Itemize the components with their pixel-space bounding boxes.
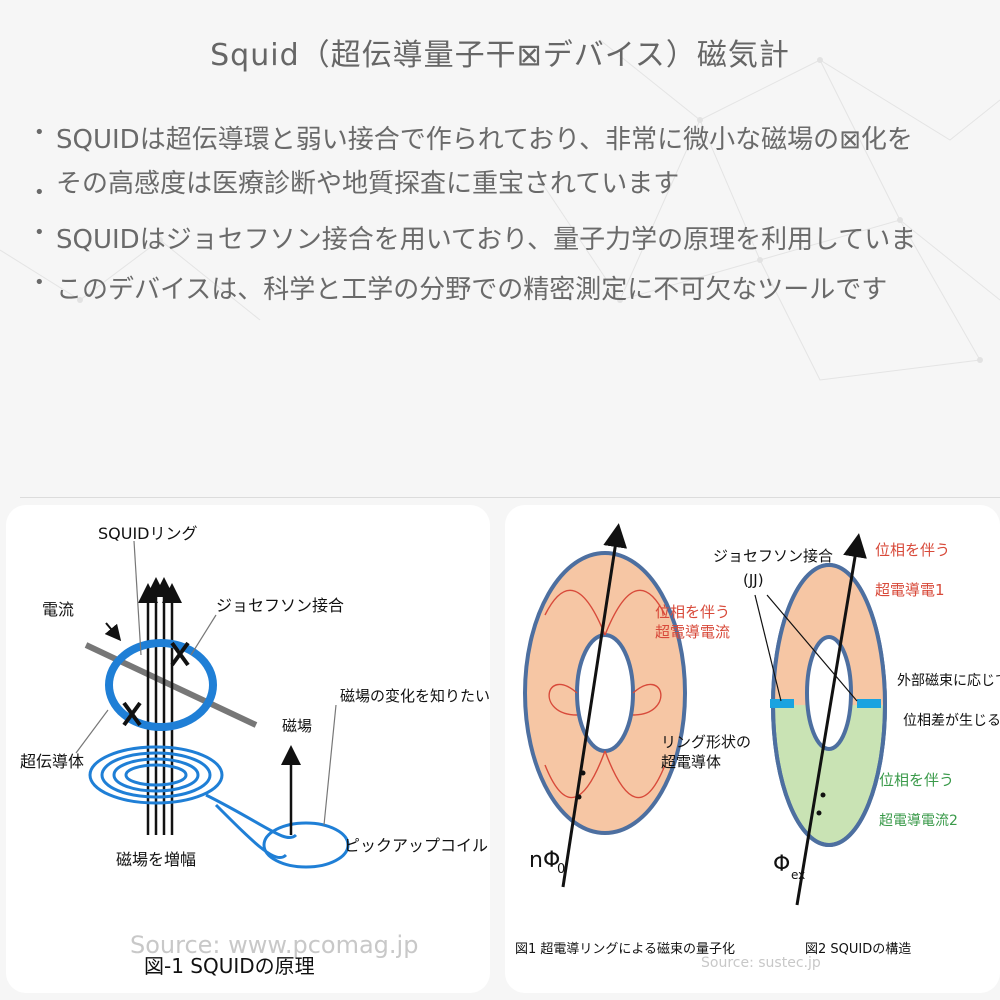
external-flux-label-a: 外部磁束に応じて [897,673,1000,689]
external-flux-label-b: 位相差が生じる [903,713,1000,729]
caption-2: 図2 SQUIDの構造 [805,942,911,957]
external-flux-arrow-icon [795,533,867,906]
phi-ex-subscript: ex [791,868,805,882]
background-network-decoration [0,39,1000,381]
spiral-coil [88,745,298,859]
superconductor-label: 超伝導体 [20,752,84,771]
bullet-item: • その高感度は医療診断や地質探査に重宝されています [34,169,1000,220]
jj-label: ジョセフソン接合 [713,547,833,565]
bullet-text: SQUIDは超伝導環と弱い接合で作られており、非常に微小な磁場の⊠化を [56,125,913,155]
amplify-label: 磁場を増幅 [116,850,196,869]
source-label: Source: sustec.jp [701,955,821,971]
bullet-dot-icon: • [34,222,45,243]
flux-arrow-icon [561,523,628,888]
flux-label: nΦ [529,848,560,873]
squid-ring [105,639,217,731]
caption-1: 図1 超電導リングによる磁束の量子化 [515,942,735,957]
josephson-junction-mark-icon [122,641,190,727]
jj-bar-right [857,699,881,708]
pickup-label: ピックアップコイル [344,836,488,855]
squid-ring-label: SQUIDリング [98,524,198,543]
flux-subscript: 0 [557,862,565,877]
bullet-dot-icon: • [34,272,45,293]
ring-label-2: 超電導体 [661,753,721,771]
bullet-text: その高感度は医療診断や地質探査に重宝されています [56,169,680,199]
ring-label-1: リング形状の [661,733,751,751]
squid-principle-diagram: SQUIDリング 電流 ジョセフソン接合 磁場の変化を知りたい場所 磁場 超伝導… [20,524,490,978]
source-label: Source: www.pcomag.jp [130,931,418,959]
ring-hole-2 [805,635,853,751]
pickup-coil [262,821,350,869]
phase2-label-b: 超電導電流2 [879,813,958,829]
bullet-dot-icon: • [34,122,45,143]
phase1-label-b: 超電導電1 [875,581,945,599]
jj-abbr-label: (JJ) [743,571,764,589]
bullet-list: • SQUIDは超伝導環と弱い接合で作られており、非常に微小な磁場の⊠化を • … [34,120,1000,320]
phase-current-label: 位相を伴う [655,603,730,621]
jj-bar-left [770,699,794,708]
bullet-item: • SQUIDは超伝導環と弱い接合で作られており、非常に微小な磁場の⊠化を [34,120,1000,170]
field-change-label: 磁場の変化を知りたい場所 [340,687,490,705]
section-divider [20,497,1000,498]
phase2-label-a: 位相を伴う [879,771,954,789]
bullet-item: • SQUIDはジョセフソン接合を用いており、量子力学の原理を利用していま [34,220,1000,270]
phi-ex-label: Φ [773,852,790,877]
squid-structure-diagram: 位相を伴う 超電導電流 リング形状の 超電導体 nΦ 0 ジョセフソン接合 (J… [515,523,1000,971]
bullet-dot-icon: • [34,182,45,203]
josephson-label: ジョセフソン接合 [216,596,344,615]
phase-current-label-2: 超電導電流 [655,623,730,641]
page-title: Squid（超伝導量子干⊠デバイス）磁気計 [210,38,790,73]
bullet-text: このデバイスは、科学と工学の分野での精密測定に不可欠なツールです [56,275,888,305]
current-arrow-icon [104,622,122,642]
squid-principle-figure: SQUIDリング 電流 ジョセフソン接合 磁場の変化を知りたい場所 磁場 超伝導… [6,505,490,993]
field-label: 磁場 [282,717,312,735]
squid-structure-figure: 位相を伴う 超電導電流 リング形状の 超電導体 nΦ 0 ジョセフソン接合 (J… [505,505,1000,993]
current-label: 電流 [42,600,74,619]
current-petals-1 [544,589,666,799]
phase1-label-a: 位相を伴う [875,541,950,559]
bullet-text: SQUIDはジョセフソン接合を用いており、量子力学の原理を利用していま [56,225,917,255]
bullet-item: • このデバイスは、科学と工学の分野での精密測定に不可欠なツールです [34,270,1000,320]
figure-caption: 図-1 SQUIDの原理 [144,954,315,978]
